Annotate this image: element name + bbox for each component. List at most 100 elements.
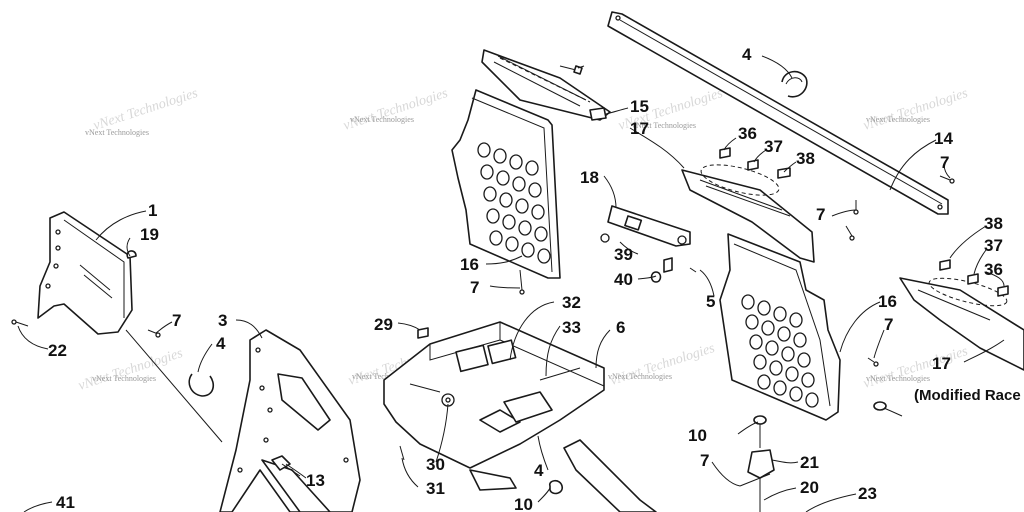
svg-text:vNext Technologies: vNext Technologies [342,86,451,134]
callout-23: 23 [858,484,877,503]
watermark-1: vNext Technologies vNext Technologies [85,86,200,137]
frame-part-3 [219,329,361,512]
callout-40: 40 [614,270,633,289]
callout-7-plate: 7 [470,278,479,297]
perforation-hole [515,198,529,214]
clip-part-4-left [188,373,215,397]
callout-31: 31 [426,479,445,498]
callout-4-left: 4 [216,334,226,353]
callout-17-top: 17 [630,119,649,138]
perforation-hole [773,306,787,322]
callout-30: 30 [426,455,445,474]
modified-race-note: (Modified Race [914,387,1021,404]
callout-29: 29 [374,315,393,334]
lower-bracket [549,439,657,512]
grille-bracket-middle [681,164,815,263]
perforation-hole [502,214,516,230]
callout-22: 22 [48,341,67,360]
callout-33: 33 [562,318,581,337]
watermark-5: vNext Technologies vNext Technologies [77,346,186,394]
callout-labels: 1 19 22 7 3 4 13 41 29 30 31 32 33 6 4 1… [48,45,1021,512]
perforation-hole [509,154,523,170]
bolt-13 [271,455,301,477]
small-bracket-18 [600,205,691,247]
svg-text:vNext Technologies: vNext Technologies [862,344,971,392]
callout-37-top: 37 [764,137,783,156]
perforation-hole [531,204,545,220]
perforation-hole [528,182,542,198]
svg-text:vNext Technologies: vNext Technologies [608,372,672,381]
grille-bracket-upper [481,49,611,121]
svg-text:vNext Technologies: vNext Technologies [866,374,930,383]
perforation-hole [753,354,767,370]
callout-16-right: 16 [878,292,897,311]
callout-7-left: 7 [172,311,181,330]
perforation-hole [789,386,803,402]
perforation-hole [769,360,783,376]
callout-16-left: 16 [460,255,479,274]
perforation-hole [745,314,759,330]
callout-7-mid: 7 [816,205,825,224]
callout-7-rail: 7 [940,153,949,172]
perforation-hole [789,312,803,328]
perforation-hole [483,186,497,202]
perforation-hole [805,392,819,408]
perforation-hole [781,346,795,362]
callout-10-bottom: 10 [514,495,533,512]
callout-36-top: 36 [738,124,757,143]
fasteners [11,65,1009,461]
perforation-hole [801,372,815,388]
callout-15: 15 [630,97,649,116]
perforation-hole [749,334,763,350]
svg-text:vNext Technologies: vNext Technologies [92,86,201,134]
perforation-hole [477,142,491,158]
callout-6: 6 [616,318,625,337]
perforation-hole [489,230,503,246]
perforation-hole [761,320,775,336]
callout-10-right: 10 [688,426,707,445]
watermark-7: vNext Technologies vNext Technologies [608,341,717,389]
callout-19: 19 [140,225,159,244]
perforation-hole [793,332,807,348]
svg-text:vNext Technologies: vNext Technologies [85,128,149,137]
perforation-hole [741,294,755,310]
callout-7-lower: 7 [700,451,709,470]
hardware-lower-right [739,415,775,512]
callout-3: 3 [218,311,227,330]
perforation-hole [537,248,551,264]
callout-38-top: 38 [796,149,815,168]
watermark-2: vNext Technologies vNext Technologies [342,86,451,134]
callout-39: 39 [614,245,633,264]
perforation-hole [757,374,771,390]
callout-1: 1 [148,201,157,220]
perforation-hole [518,220,532,236]
perforation-hole [496,170,510,186]
rail-part-14 [607,11,949,215]
perforation-hole [505,236,519,252]
callout-4-center: 4 [534,461,544,480]
svg-text:vNext Technologies: vNext Technologies [92,374,156,383]
svg-text:vNext Technologies: vNext Technologies [866,115,930,124]
callout-18: 18 [580,168,599,187]
leader-lines [17,55,1005,512]
perforation-hole [757,300,771,316]
perforation-hole [765,340,779,356]
svg-text:vNext Technologies: vNext Technologies [862,86,971,134]
callout-41: 41 [56,493,75,512]
callout-21: 21 [800,453,819,472]
callout-37-right: 37 [984,236,1003,255]
perforation-hole [785,366,799,382]
perforated-plate-16-left [451,89,561,279]
callout-14: 14 [934,129,953,148]
perforation-hole [493,148,507,164]
callout-17-right: 17 [932,354,951,373]
perforation-hole [777,326,791,342]
svg-text:vNext Technologies: vNext Technologies [609,341,718,389]
tray-part-6 [383,321,605,491]
perforation-hole [521,242,535,258]
perforation-hole [486,208,500,224]
watermark-8: vNext Technologies vNext Technologies [862,344,971,392]
callout-36-right: 36 [984,260,1003,279]
